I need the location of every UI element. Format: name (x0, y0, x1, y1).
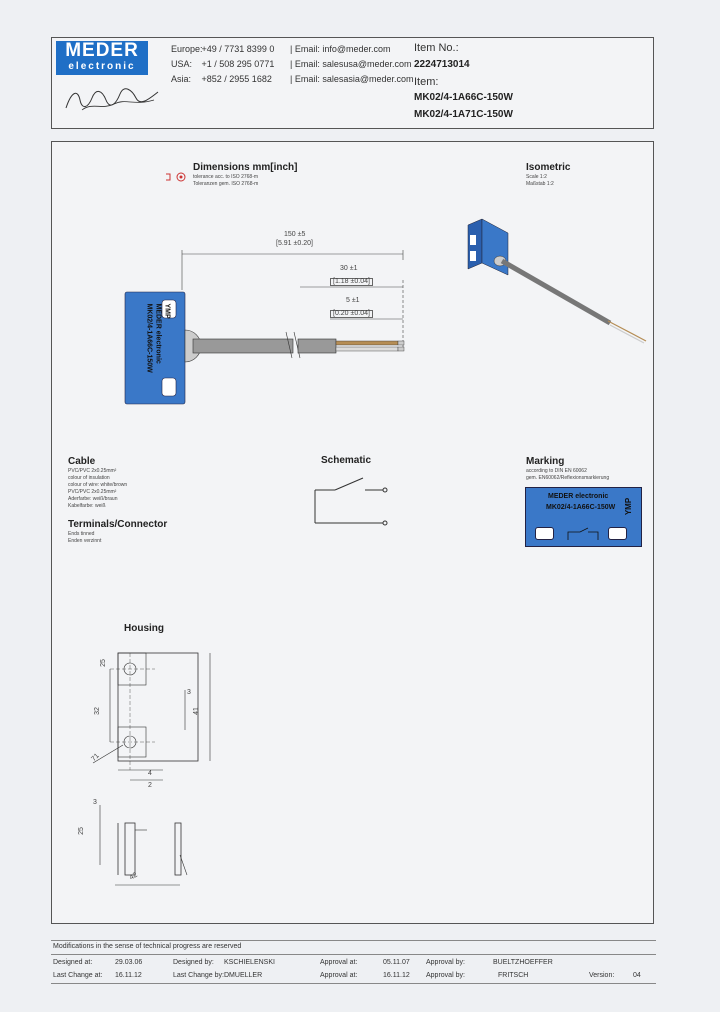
marking-label: MEDER electronic MK02/4-1A66C-150W YMP (525, 487, 642, 547)
sensor-label: YMP MEDER electronic MK02/4-1A66C-150W (145, 303, 171, 373)
marking-brand: MEDER electronic (548, 493, 609, 500)
dim-5: 5 ±1 (346, 297, 360, 304)
last-change-by: DMUELLER (224, 972, 263, 979)
schematic-title: Schematic (321, 455, 372, 466)
dimensions-note-1: tolerance acc. to ISO 2768-m (193, 174, 259, 180)
housing-dim-9: 25 (77, 827, 85, 835)
version: 04 (633, 972, 641, 979)
housing-drawing (92, 652, 211, 886)
cable-title: Cable (68, 456, 96, 467)
contact-usa: USA: +1 / 508 295 0771 | Email: salesusa… (171, 59, 412, 69)
dim-150-inch: [5.91 ±0.20] (276, 240, 313, 247)
marking-line-1: according to DIN EN 60062 (526, 468, 587, 474)
housing-title: Housing (124, 623, 164, 634)
last-change-by-label: Last Change by: (173, 972, 224, 979)
terminals-title: Terminals/Connector (68, 519, 168, 530)
dim-5-inch: [0.20 ±0.04] (330, 310, 373, 318)
designed-at-label: Designed at: (53, 959, 93, 966)
dim-30-inch: [1.18 ±0.04] (330, 278, 373, 286)
signature-graphic (65, 88, 159, 111)
last-change-label: Last Change at: (53, 972, 103, 979)
dim-30: 30 ±1 (340, 265, 358, 272)
housing-dim-6: 4 (148, 770, 152, 777)
designed-at: 29.03.06 (115, 959, 143, 966)
footer-note: Modifications in the sense of technical … (53, 943, 242, 950)
version-label: Version: (589, 972, 615, 979)
cable-line-4: PVC/PVC 2x0.25mm² (68, 489, 117, 495)
marking-slot-right (608, 527, 627, 540)
cable-line-6: Kabelfarbe: weiß (68, 503, 106, 509)
housing-dim-1: 25 (99, 659, 107, 667)
approval-at-2: 16.11.12 (383, 972, 410, 979)
dim-150: 150 ±5 (284, 231, 306, 238)
approval-at-label-1: Approval at: (320, 959, 358, 966)
footer-line-bottom (51, 983, 656, 984)
isometric-drawing (467, 218, 647, 344)
item-name-2: MK02/4-1A71C-150W (414, 109, 513, 120)
item-name-1: MK02/4-1A66C-150W (414, 92, 513, 103)
meder-logo: MEDER electronic (56, 41, 148, 75)
cable-line-5: Aderfarbe: weiß/braun (68, 496, 118, 502)
marking-line-2: gem. EN60062/Reflexionsmarkierung (526, 475, 610, 481)
marking-slot-left (535, 527, 554, 540)
contact-asia: Asia: +852 / 2955 1682 | Email: salesasi… (171, 74, 414, 84)
designed-by-label: Designed by: (173, 959, 214, 966)
housing-dim-3: 32 (93, 707, 101, 715)
approval-by-1: BUELTZHOEFFER (493, 959, 553, 966)
approval-by-2: FRITSCH (498, 972, 529, 979)
footer-line-top (51, 940, 656, 941)
terminals-line-1: Ends tinned (68, 531, 95, 537)
designed-by: KSCHIELENSKI (224, 959, 275, 966)
housing-dim-8: 3 (93, 799, 97, 806)
schematic-drawing (314, 477, 388, 526)
housing-dim-4: 41 (192, 707, 200, 715)
marking-code: YMP (624, 497, 634, 516)
contact-europe: Europe: +49 / 7731 8399 0 | Email: info@… (171, 44, 391, 54)
cable-line-1: PVC/PVC 2x0.25mm² (68, 468, 117, 474)
approval-at-1: 05.11.07 (383, 959, 410, 966)
approval-by-label-1: Approval by: (426, 959, 465, 966)
cable-line-3: colour of wire: white/brown (68, 482, 128, 488)
dimensions-title: Dimensions mm[inch] (193, 162, 298, 173)
housing-dim-2: 3 (187, 689, 191, 696)
housing-dim-7: 2 (148, 782, 152, 789)
item-no-label: Item No.: (414, 42, 459, 54)
cable-line-2: colour of insulation (68, 475, 110, 481)
last-change: 16.11.12 (115, 972, 142, 979)
footer-line-mid (51, 954, 656, 955)
terminals-line-2: Enden verzinnt (68, 538, 102, 544)
marking-reed-symbol (567, 527, 599, 540)
dimensions-drawing (124, 250, 405, 405)
isometric-scale-de: Maßstab 1:2 (526, 181, 554, 187)
header-frame (51, 37, 654, 129)
item-no: 2224713014 (414, 59, 470, 70)
marking-model: MK02/4-1A66C-150W (546, 504, 616, 511)
marking-title: Marking (526, 456, 565, 467)
tolerance-icon (166, 172, 186, 182)
item-label: Item: (414, 76, 439, 88)
approval-by-label-2: Approval by: (426, 972, 465, 979)
dimensions-note-2: Toleranzen gem. ISO 2768-m (193, 181, 259, 187)
approval-at-label-2: Approval at: (320, 972, 358, 979)
isometric-title: Isometric (526, 162, 571, 173)
isometric-scale: Scale 1:2 (526, 174, 547, 180)
